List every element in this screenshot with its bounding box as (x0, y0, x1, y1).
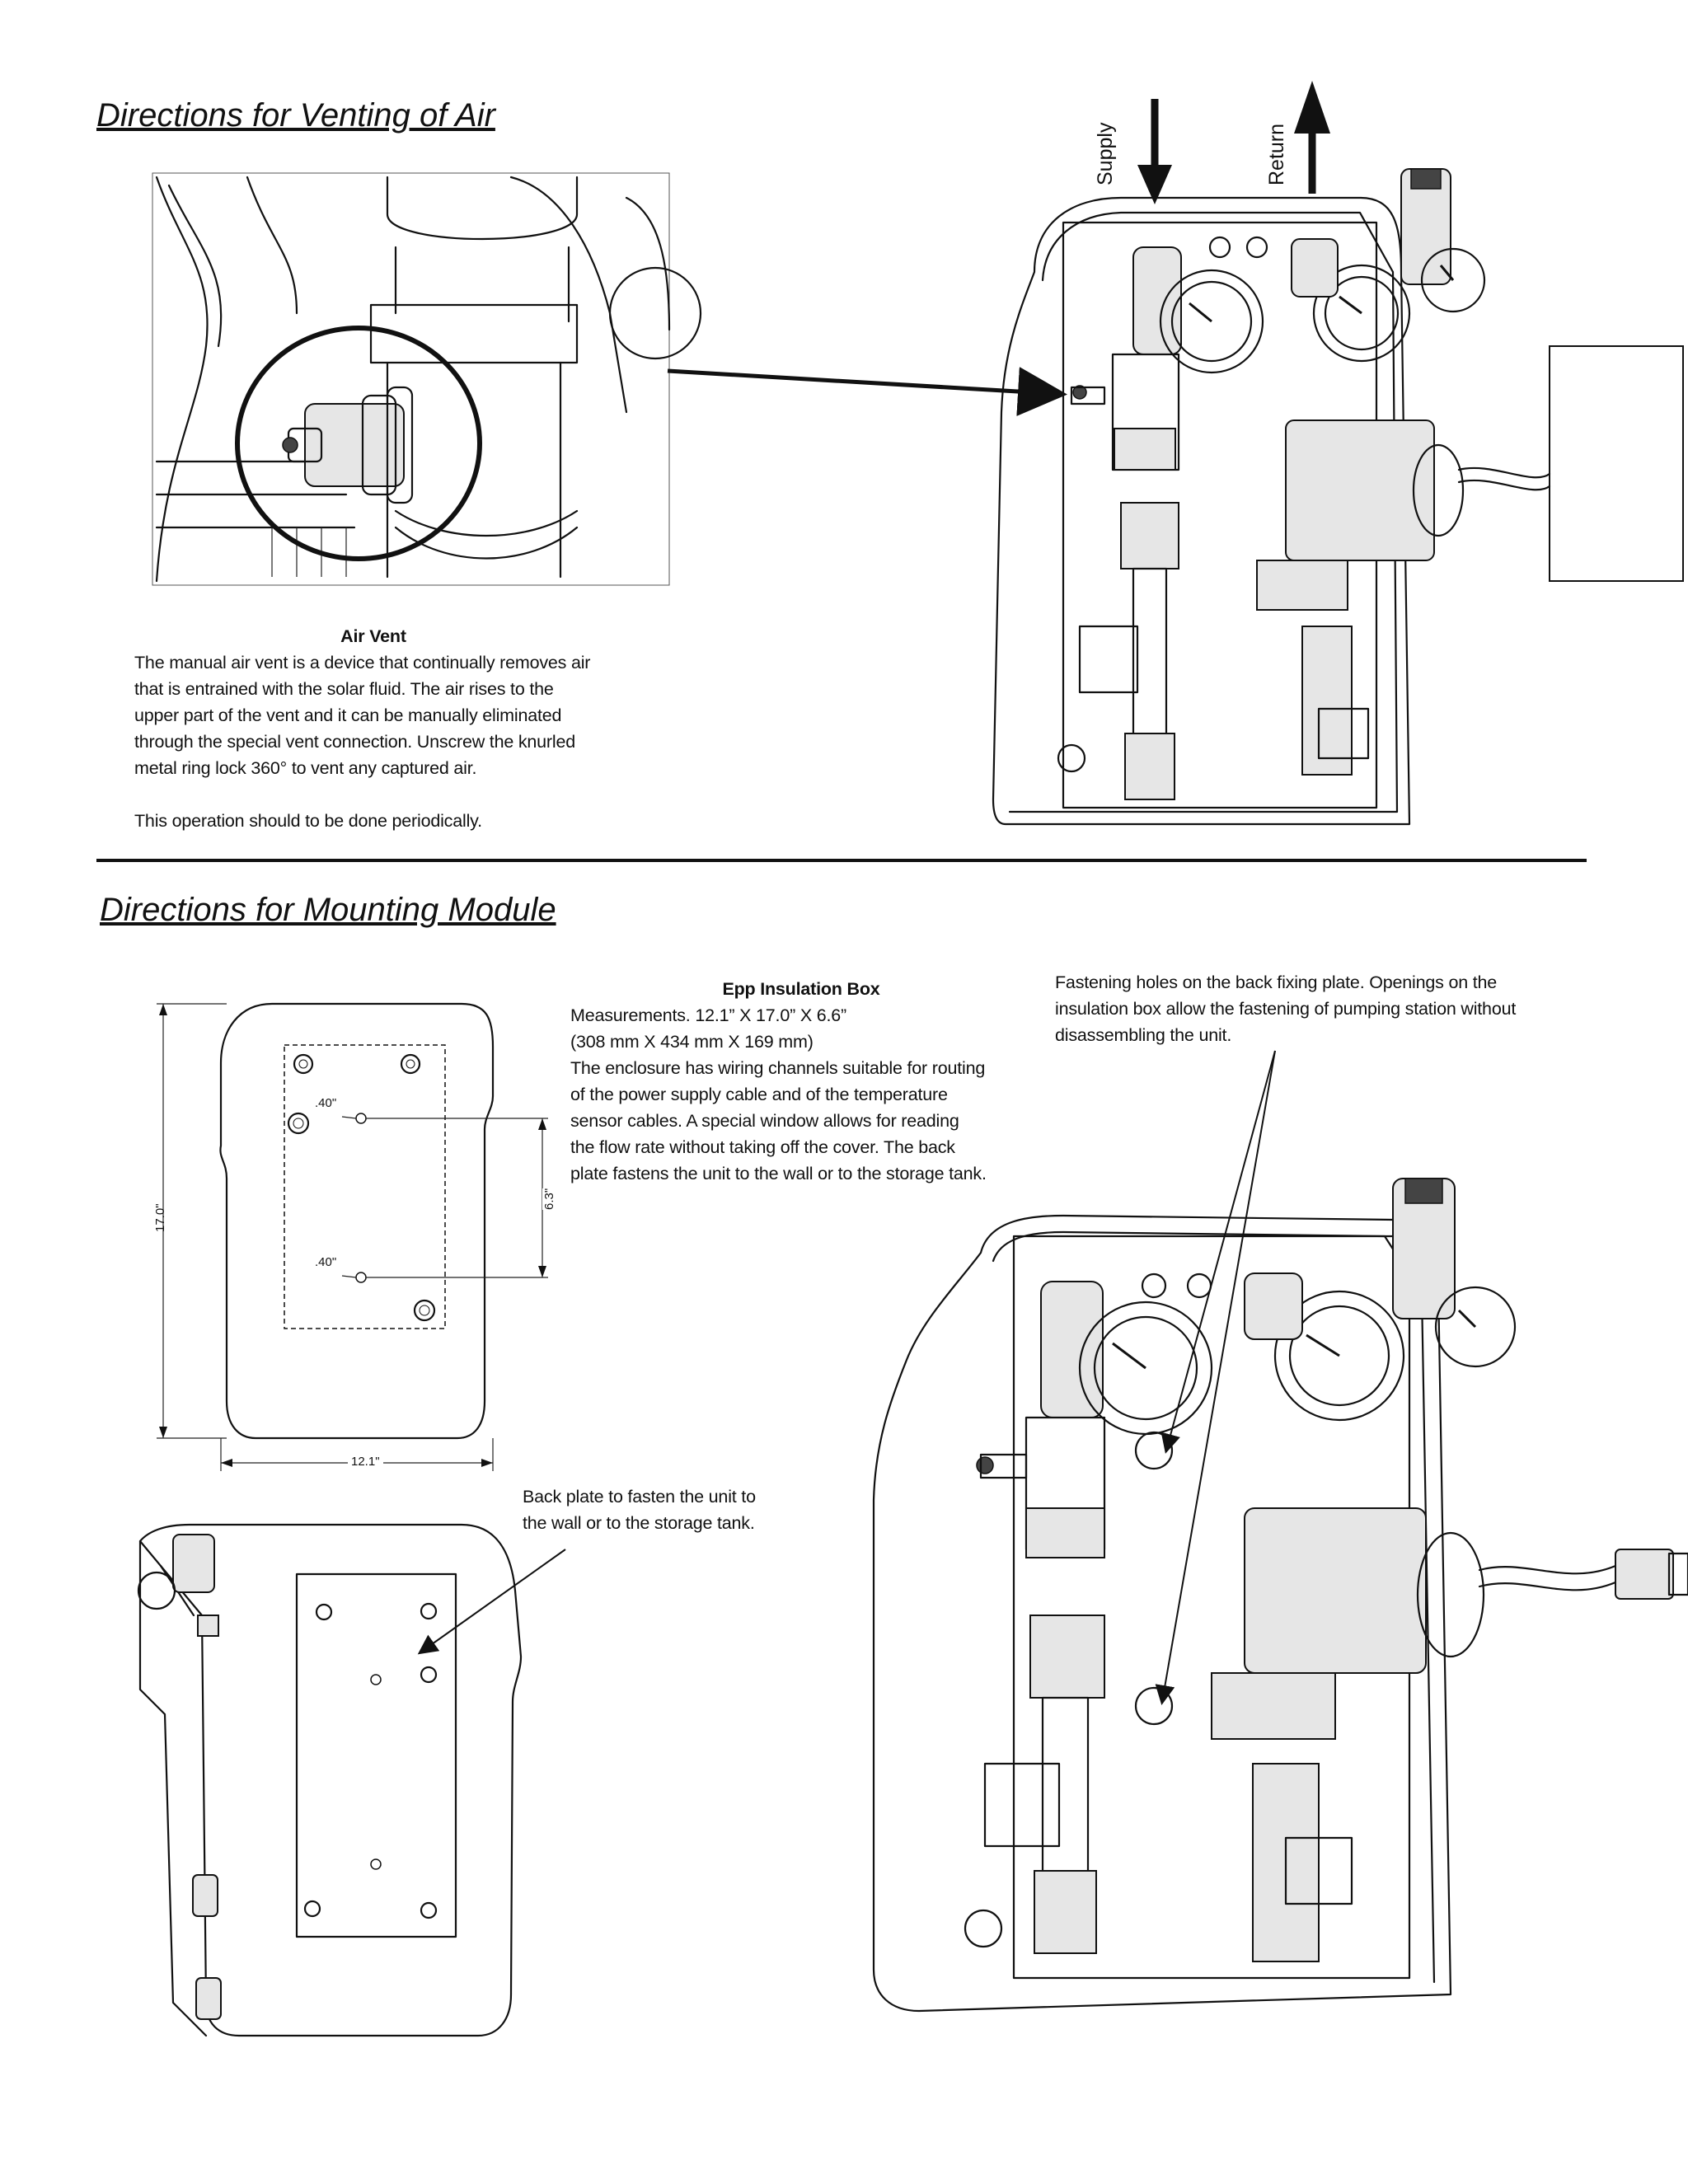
mounting-section-title: Directions for Mounting Module (100, 892, 556, 928)
return-label: Return (1265, 123, 1288, 185)
insulation-box-line: (308 mm X 434 mm X 169 mm) (570, 1032, 814, 1052)
supply-label: Supply (1094, 122, 1117, 185)
insulation-box-heading: Epp Insulation Box (722, 979, 880, 999)
dimension-offset-bottom: .40" (315, 1255, 337, 1269)
insulation-box-caption: Epp Insulation Box Measurements. 12.1” X… (570, 976, 1032, 1187)
insulation-box-line: the flow rate without taking off the cov… (570, 1137, 955, 1157)
air-vent-line: metal ring lock 360° to vent any capture… (134, 758, 477, 778)
fastening-holes-caption: Fastening holes on the back fixing plate… (1055, 969, 1582, 1048)
air-vent-closeup (152, 172, 702, 586)
air-vent-note: This operation should to be done periodi… (134, 811, 482, 831)
insulation-box-line: plate fastens the unit to the wall or to… (570, 1164, 987, 1183)
fastening-line: Fastening holes on the back fixing plate… (1055, 972, 1498, 992)
fastening-line: disassembling the unit. (1055, 1025, 1232, 1045)
back-plate-line: Back plate to fasten the unit to (523, 1487, 756, 1507)
dimension-hole-spacing: 6.3" (542, 1188, 556, 1210)
back-plate-drawing (137, 1523, 523, 2037)
insulation-box-dimension-drawing (157, 1002, 548, 1471)
insulation-box-line: The enclosure has wiring channels suitab… (570, 1058, 986, 1078)
back-plate-caption: Back plate to fasten the unit to the wal… (523, 1483, 803, 1536)
dimension-offset-top: .40" (315, 1096, 337, 1110)
pump-station-bottom (872, 1178, 1688, 2013)
dimension-width: 12.1" (348, 1455, 383, 1469)
air-vent-line: through the special vent connection. Uns… (134, 732, 575, 752)
venting-section-title: Directions for Venting of Air (96, 97, 495, 134)
dimension-height: 17.0" (153, 1203, 167, 1232)
insulation-box-line: sensor cables. A special window allows f… (570, 1111, 959, 1131)
insulation-box-line: of the power supply cable and of the tem… (570, 1085, 948, 1104)
air-vent-caption: Air Vent The manual air vent is a device… (134, 623, 612, 834)
air-vent-line: that is entrained with the solar fluid. … (134, 679, 554, 699)
air-vent-line: upper part of the vent and it can be man… (134, 705, 562, 725)
pump-station-top (992, 81, 1551, 826)
back-plate-line: the wall or to the storage tank. (523, 1513, 755, 1533)
air-vent-line: The manual air vent is a device that con… (134, 653, 591, 673)
fastening-line: insulation box allow the fastening of pu… (1055, 999, 1517, 1019)
blank-label-box (1549, 345, 1684, 582)
insulation-box-line: Measurements. 12.1” X 17.0” X 6.6” (570, 1005, 846, 1025)
air-vent-heading: Air Vent (340, 626, 406, 646)
